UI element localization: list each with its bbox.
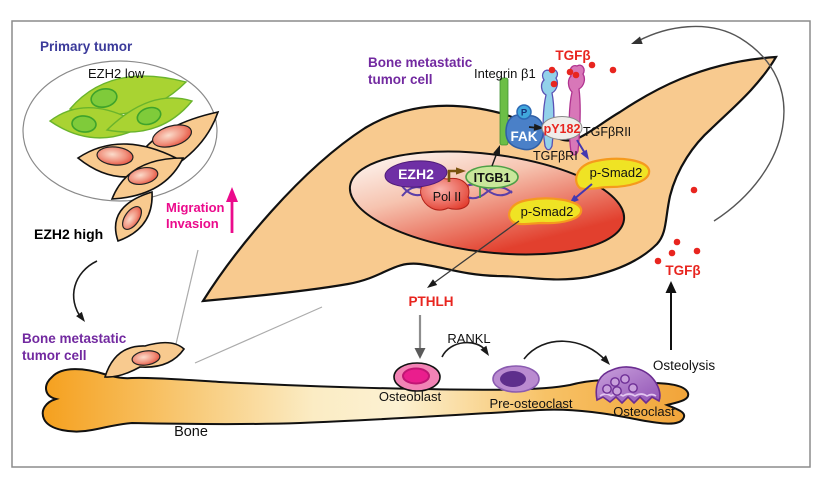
pre-osteoclast-group: Pre-osteoclast: [489, 365, 573, 411]
tan-cell-nucleus: [121, 206, 143, 230]
osteoblast-group: Osteoblast: [379, 362, 442, 404]
invasion-label: Invasion: [166, 216, 219, 231]
bone-metastatic-label-line2: tumor cell: [22, 348, 87, 363]
tgfb-feedback-arrowhead: [631, 36, 643, 44]
zoom-line: [194, 306, 323, 364]
differentiation-arrowhead: [600, 355, 610, 365]
zoom-line: [175, 249, 199, 345]
tgfb-molecule: [693, 247, 701, 255]
osteoblast-label: Osteoblast: [379, 389, 442, 404]
osteolysis-group: Osteolysis TGFβ: [653, 186, 716, 373]
bone-label: Bone: [174, 424, 208, 440]
tgfb-top-label: TGFβ: [555, 48, 590, 63]
metastasis-arrow: [72, 260, 98, 320]
tgfbr1-label: TGFβRI: [533, 149, 578, 163]
tgfb-molecule: [609, 66, 617, 74]
phospho-label: P: [521, 108, 528, 119]
osteoclast-vesicle: [610, 377, 620, 387]
tan-cell-nucleus: [151, 124, 193, 148]
primary-tumor-group: Primary tumor EZH2 low EZH2 high: [22, 39, 220, 243]
migration-arrowhead: [226, 187, 238, 202]
itgb1-label: ITGB1: [474, 171, 511, 185]
tgfb-top-group: TGFβ: [548, 48, 617, 88]
rankl-arrowhead: [480, 345, 489, 356]
p-smad2-cytoplasm: [575, 157, 651, 191]
green-cell-nucleus: [90, 87, 118, 109]
tgfb-molecule: [690, 186, 698, 194]
itgb1-fak-arrowhead: [493, 145, 500, 156]
migration-label: Migration: [166, 200, 225, 215]
py182-ellipse: [541, 116, 583, 140]
primary-tumor-label: Primary tumor: [40, 39, 133, 54]
osteolysis-tgfb-arrowhead: [665, 281, 677, 293]
py182-label: pY182: [544, 122, 581, 136]
pol2-label: Pol II: [433, 190, 462, 204]
rankl-label: RANKL: [447, 331, 490, 346]
pthlh-cascade: PTHLH RANKL: [409, 220, 610, 365]
osteoclast-vesicle: [602, 384, 612, 394]
tgfb-molecule: [572, 71, 580, 79]
fak-py182-arrowhead: [533, 123, 544, 131]
tgfb-molecule: [668, 249, 676, 257]
ezh2-ellipse: [384, 160, 448, 188]
bone-group: Bone: [41, 368, 690, 440]
bone-metastatic-cell-large: Pol II EZH2 ITGB1 Integrin β1 P FAK pY18…: [200, 55, 778, 303]
tgfb-molecule: [588, 61, 596, 69]
bone-metastatic-top-label-line1: Bone metastatic: [368, 55, 473, 70]
osteolysis-label: Osteolysis: [653, 358, 716, 373]
p-smad2-nuclear-label: p-Smad2: [521, 204, 574, 219]
pthlh-label: PTHLH: [409, 294, 454, 309]
tgfb-molecule: [654, 257, 662, 265]
small-cell-nucleus: [131, 350, 161, 366]
smad-pthlh-arrowhead: [427, 279, 438, 288]
fak-label: FAK: [511, 129, 538, 144]
bone-metastatic-label-line1: Bone metastatic: [22, 331, 127, 346]
tan-cell-nucleus: [96, 146, 134, 166]
tgfb-bottom-label: TGFβ: [665, 263, 700, 278]
tgfb-molecule: [548, 66, 556, 74]
osteoclast-group: Osteoclast: [595, 366, 675, 419]
osteoclast-vesicle: [620, 374, 630, 384]
pre-osteoclast-nucleus: [500, 371, 526, 387]
phospho-circle: [516, 104, 532, 120]
pre-osteoclast-label: Pre-osteoclast: [489, 396, 572, 411]
tgfb-feedback-arc: [637, 25, 785, 222]
pthlh-osteoblast-arrowhead: [414, 348, 426, 359]
tan-cell-nucleus: [127, 166, 159, 186]
osteoblast-nucleus: [402, 367, 430, 385]
metastasis-arrowhead: [76, 311, 85, 322]
tgfbr2-label: TGFβRII: [583, 125, 631, 139]
ezh2-high-label: EZH2 high: [34, 226, 103, 242]
osteoclast-ruffled-border: [599, 393, 657, 397]
migration-invasion-group: Migration Invasion: [166, 187, 238, 233]
integrin-b1-label: Integrin β1: [474, 66, 536, 81]
receptor-smad-arrowhead: [580, 149, 589, 160]
tgfb-molecule: [550, 80, 558, 88]
osteoclast-vesicle: [612, 386, 622, 396]
ezh2-low-label: EZH2 low: [88, 66, 145, 81]
p-smad2-label: p-Smad2: [590, 165, 643, 180]
differentiation-arrow: [523, 340, 607, 362]
tgfb-molecule: [673, 238, 681, 246]
bone-metastatic-cell-small: Bone metastatic tumor cell: [22, 331, 186, 378]
osteoclast-vesicle: [628, 383, 638, 393]
smad-pthlh-arrow: [430, 220, 520, 286]
bone-metastatic-top-label-line2: tumor cell: [368, 72, 433, 87]
tgfb-molecule: [566, 68, 574, 76]
p-smad2-nuclear: [508, 197, 583, 226]
green-cell-nucleus: [136, 106, 162, 126]
osteoclast-label: Osteoclast: [613, 404, 675, 419]
green-cell-nucleus: [71, 115, 97, 133]
bone-shape: [41, 368, 690, 433]
ezh2-label: EZH2: [398, 166, 434, 182]
ezh2-itgb1-arrowhead: [456, 167, 466, 175]
